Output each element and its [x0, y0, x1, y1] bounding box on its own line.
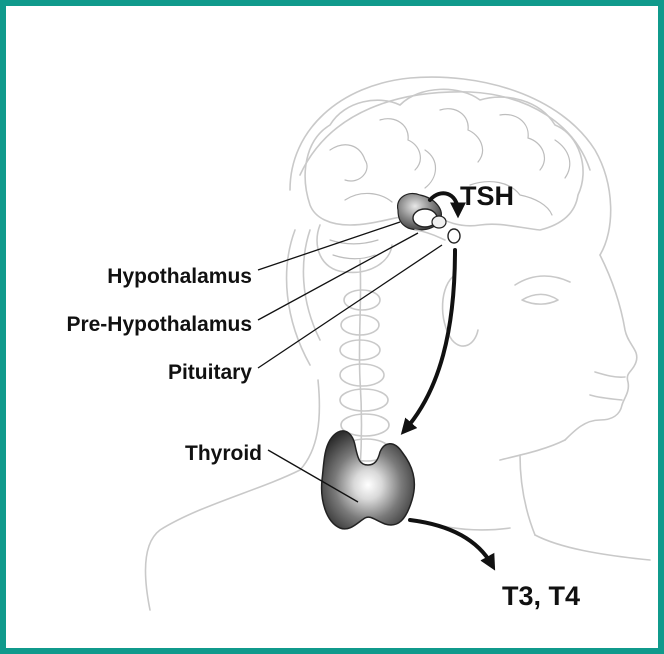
- pituitary-leader-line: [258, 245, 442, 368]
- pituitary-gland: [415, 229, 460, 243]
- label-tsh: TSH: [460, 181, 514, 211]
- pituitary-to-thyroid-arrow: [405, 250, 455, 430]
- label-pre-hypothalamus: Pre-Hypothalamus: [66, 313, 252, 336]
- label-thyroid: Thyroid: [185, 442, 262, 465]
- label-hypothalamus: Hypothalamus: [107, 265, 252, 288]
- brain: [305, 89, 583, 272]
- label-t3-t4: T3, T4: [502, 581, 580, 611]
- thyroid-gland: [322, 431, 415, 529]
- label-pituitary: Pituitary: [168, 361, 252, 384]
- head-outline: [146, 77, 650, 610]
- hypothalamus-leader-line: [258, 222, 400, 270]
